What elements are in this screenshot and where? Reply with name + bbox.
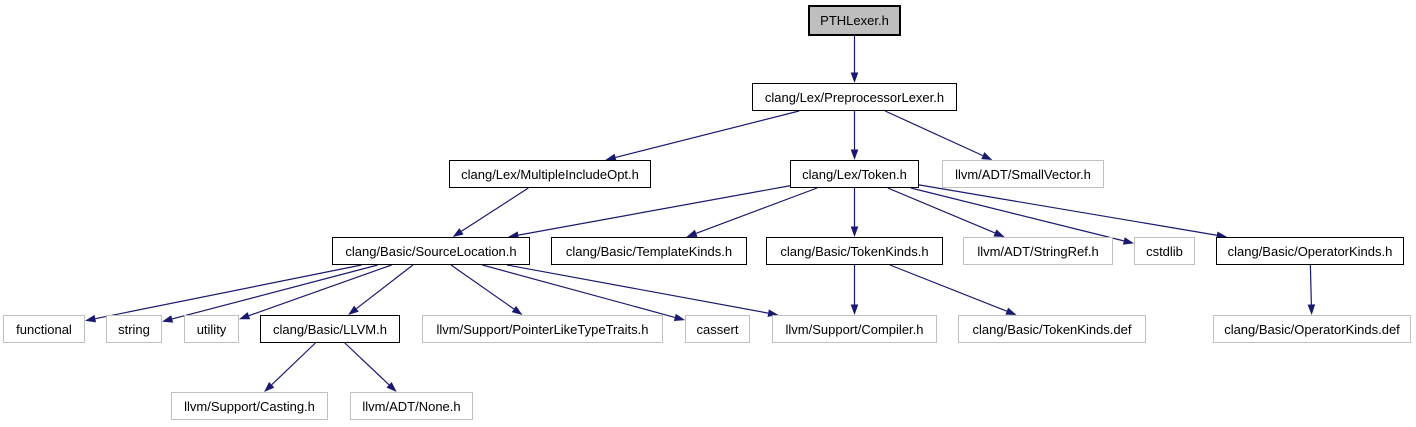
graph-edge-source-location-to-string [162, 264, 378, 323]
graph-edge-token-to-source-location [508, 185, 791, 239]
graph-node-template-kinds[interactable]: clang/Basic/TemplateKinds.h [551, 237, 747, 265]
graph-edge-token-to-string-ref [887, 187, 1005, 237]
graph-node-none[interactable]: llvm/ADT/None.h [350, 392, 473, 420]
graph-node-string[interactable]: string [106, 315, 162, 343]
graph-node-string-ref[interactable]: llvm/ADT/StringRef.h [963, 237, 1113, 265]
graph-node-llvm-h[interactable]: clang/Basic/LLVM.h [260, 315, 400, 343]
graph-edge-operator-kinds-h-to-operator-kinds-def [1307, 264, 1316, 315]
graph-node-multiple-include-opt[interactable]: clang/Lex/MultipleIncludeOpt.h [449, 160, 651, 188]
graph-edge-token-to-token-kinds-h [850, 188, 859, 237]
graph-edge-source-location-to-utility [239, 264, 392, 320]
graph-node-token-kinds-def[interactable]: clang/Basic/TokenKinds.def [958, 315, 1146, 343]
graph-edge-token-to-cstdlib [910, 187, 1134, 245]
graph-edge-token-kinds-h-to-compiler [850, 265, 859, 315]
graph-edge-source-location-to-functional [85, 264, 362, 323]
graph-node-operator-kinds-def[interactable]: clang/Basic/OperatorKinds.def [1213, 315, 1411, 343]
graph-edge-llvm-h-to-none [344, 342, 397, 392]
graph-node-operator-kinds-h[interactable]: clang/Basic/OperatorKinds.h [1216, 237, 1404, 265]
graph-edge-multiple-include-opt-to-source-location [452, 187, 529, 237]
graph-node-token[interactable]: clang/Lex/Token.h [790, 160, 919, 188]
graph-node-compiler[interactable]: llvm/Support/Compiler.h [772, 315, 937, 343]
graph-edge-pthlexer-to-preprocessor-lexer [850, 36, 859, 83]
graph-edge-token-to-template-kinds [686, 187, 818, 237]
graph-node-pthlexer: PTHLexer.h [808, 5, 901, 36]
graph-edge-source-location-to-pointer-like-type-traits [450, 264, 523, 315]
graph-node-small-vector[interactable]: llvm/ADT/SmallVector.h [942, 160, 1104, 188]
graph-edge-preprocessor-lexer-to-small-vector [884, 110, 993, 160]
graph-edge-llvm-h-to-casting [264, 342, 316, 392]
graph-edge-preprocessor-lexer-to-multiple-include-opt [605, 110, 800, 162]
graph-node-cassert[interactable]: cassert [685, 315, 750, 343]
graph-node-functional[interactable]: functional [3, 315, 85, 343]
graph-node-pointer-like-type-traits[interactable]: llvm/Support/PointerLikeTypeTraits.h [422, 315, 663, 343]
graph-edge-token-to-operator-kinds-h [918, 184, 1228, 239]
graph-edge-source-location-to-llvm-h [348, 264, 414, 315]
graph-node-source-location[interactable]: clang/Basic/SourceLocation.h [332, 237, 530, 265]
graph-edge-token-kinds-h-to-token-kinds-def [889, 264, 1017, 315]
graph-node-token-kinds-h[interactable]: clang/Basic/TokenKinds.h [766, 237, 943, 265]
graph-node-utility[interactable]: utility [184, 315, 239, 343]
graph-node-preprocessor-lexer[interactable]: clang/Lex/PreprocessorLexer.h [752, 83, 957, 111]
graph-edge-source-location-to-compiler [506, 264, 779, 317]
graph-edge-preprocessor-lexer-to-token [850, 111, 859, 160]
graph-edge-source-location-to-cassert [482, 264, 685, 322]
graph-node-cstdlib[interactable]: cstdlib [1134, 237, 1195, 265]
graph-node-casting[interactable]: llvm/Support/Casting.h [171, 392, 328, 420]
